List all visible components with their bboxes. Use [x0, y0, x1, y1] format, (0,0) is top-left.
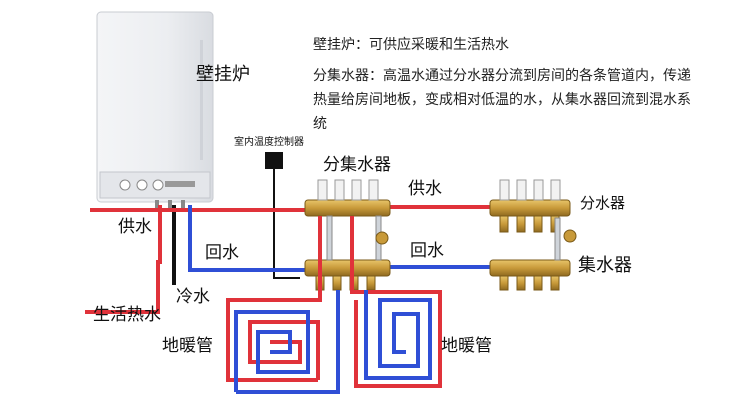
manifold-right-icon	[489, 179, 577, 291]
manifold-main-label: 分集水器	[323, 155, 391, 175]
return-main-pipe	[188, 205, 310, 272]
boiler-icon	[96, 11, 214, 210]
return-mid-label: 回水	[410, 241, 444, 261]
return-left-label: 回水	[205, 243, 239, 263]
thermostat-icon	[265, 152, 300, 279]
manifold-description: 分集水器：高温水通过分水器分流到房间的各条管道内，传递热量给房间地板，变成相对低…	[313, 68, 691, 132]
floor-heating-loop-left	[226, 216, 340, 394]
cold-water-label: 冷水	[176, 287, 210, 307]
supply-mid-label: 供水	[408, 179, 442, 199]
collector-label: 集水器	[578, 255, 632, 276]
floor-heating-left-label: 地暖管	[162, 336, 213, 356]
floor-heating-right-label: 地暖管	[441, 336, 492, 356]
supply-left-label: 供水	[118, 217, 152, 237]
floor-heating-loop-right	[350, 216, 442, 388]
manifold-icon	[304, 179, 391, 291]
distributor-label: 分水器	[580, 194, 625, 212]
dhw-pipe	[85, 205, 162, 314]
boiler-label: 壁挂炉	[196, 64, 250, 85]
domestic-hot-water-label: 生活热水	[93, 305, 161, 325]
boiler-description: 壁挂炉：可供应采暖和生活热水	[313, 37, 509, 53]
thermostat-label: 室内温度控制器	[234, 135, 304, 148]
